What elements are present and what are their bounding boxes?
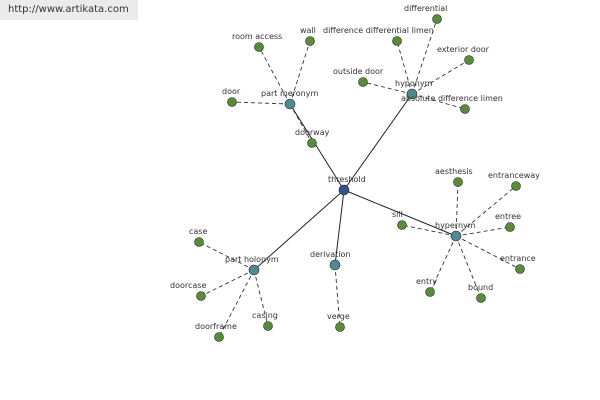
node-doorway[interactable] [307, 138, 317, 148]
watermark-bar: http://www.artikata.com [0, 0, 138, 20]
label-wall[interactable]: wall [300, 26, 316, 35]
label-entrance[interactable]: entrance [500, 254, 536, 263]
node-outside-door[interactable] [358, 77, 368, 87]
label-entree[interactable]: entree [495, 212, 521, 221]
node-case[interactable] [194, 237, 204, 247]
node-sill[interactable] [397, 220, 407, 230]
label-difference-differential-limen[interactable]: difference differential limen [323, 26, 434, 35]
edge-part-meronym-room-access [258, 46, 291, 105]
label-threshold[interactable]: threshold [328, 175, 366, 184]
node-wall[interactable] [305, 36, 315, 46]
label-hypernym[interactable]: hypernym [435, 221, 476, 230]
edge-hyponym-outside-door [362, 81, 413, 95]
graph-labels: threshold hyponym part meronym hypernym part… [170, 4, 540, 331]
label-part-holonym[interactable]: part holonym [225, 255, 279, 264]
edge-hypernym-entranceway [455, 185, 517, 237]
node-absolute-difference-limen[interactable] [460, 104, 470, 114]
edge-hypernym-aesthesis [455, 181, 459, 237]
edge-hyponym-differential [411, 18, 438, 95]
edge-hyponym-absolute-difference-limen [411, 93, 466, 110]
watermark-url[interactable]: http://www.artikata.com [8, 4, 129, 15]
node-differential[interactable] [432, 14, 442, 24]
node-entrance[interactable] [515, 264, 525, 274]
node-hypernym[interactable] [450, 230, 462, 242]
node-entree[interactable] [505, 222, 515, 232]
label-sill[interactable]: sill [392, 210, 403, 219]
edge-hypernym-entrance [455, 235, 521, 270]
label-hyponym[interactable]: hyponym [395, 79, 433, 88]
label-doorway[interactable]: doorway [295, 128, 330, 137]
label-aesthesis[interactable]: aesthesis [435, 167, 473, 176]
edge-part-meronym-doorway [289, 103, 313, 144]
node-part-meronym[interactable] [284, 98, 296, 110]
label-exterior-door[interactable]: exterior door [437, 45, 490, 54]
label-derivation[interactable]: derivation [310, 250, 350, 259]
node-exterior-door[interactable] [464, 55, 474, 65]
label-outside-door[interactable]: outside door [333, 67, 384, 76]
node-hyponym[interactable] [406, 88, 418, 100]
node-threshold[interactable] [338, 184, 350, 196]
edge-hyponym-difference-differential-limen [396, 40, 413, 95]
label-entranceway[interactable]: entranceway [488, 171, 540, 180]
edge-threshold-hyponym [343, 93, 413, 191]
label-part-meronym[interactable]: part meronym [261, 89, 318, 98]
label-differential[interactable]: differential [404, 4, 447, 13]
label-entry[interactable]: entry [416, 277, 437, 286]
edge-part-holonym-case [198, 241, 255, 271]
edge-part-holonym-doorcase [200, 269, 255, 297]
graph-nodes [194, 14, 525, 342]
node-casing[interactable] [263, 321, 273, 331]
edge-hypernym-entry [429, 235, 457, 293]
edge-threshold-part-holonym [253, 189, 345, 271]
node-verge[interactable] [335, 322, 345, 332]
edge-threshold-hypernym [343, 189, 457, 237]
label-doorframe[interactable]: doorframe [195, 322, 237, 331]
edge-hypernym-sill [401, 224, 457, 237]
node-difference-differential-limen[interactable] [392, 36, 402, 46]
edge-hyponym-exterior-door [411, 59, 470, 95]
node-doorcase[interactable] [196, 291, 206, 301]
node-door[interactable] [227, 97, 237, 107]
node-entranceway[interactable] [511, 181, 521, 191]
node-aesthesis[interactable] [453, 177, 463, 187]
edge-derivation-verge [334, 264, 341, 328]
label-verge[interactable]: verge [327, 312, 350, 321]
label-doorcase[interactable]: doorcase [170, 281, 206, 290]
node-doorframe[interactable] [214, 332, 224, 342]
label-casing[interactable]: casing [252, 311, 278, 320]
edge-part-holonym-casing [253, 269, 269, 327]
node-entry[interactable] [425, 287, 435, 297]
label-case[interactable]: case [189, 227, 207, 236]
edge-threshold-part-meronym [289, 103, 345, 191]
edge-hypernym-entree [455, 226, 511, 237]
node-room-access[interactable] [254, 42, 264, 52]
label-bound[interactable]: bound [468, 283, 493, 292]
label-room-access[interactable]: room access [232, 32, 282, 41]
edge-threshold-derivation [334, 189, 345, 266]
edge-part-meronym-door [231, 101, 291, 105]
node-derivation[interactable] [329, 259, 341, 271]
node-bound[interactable] [476, 293, 486, 303]
graph-edges [198, 18, 521, 338]
edge-part-holonym-doorframe [218, 269, 255, 338]
label-absolute-difference-limen[interactable]: absolute difference limen [401, 94, 503, 103]
node-part-holonym[interactable] [248, 264, 260, 276]
label-door[interactable]: door [222, 87, 241, 96]
